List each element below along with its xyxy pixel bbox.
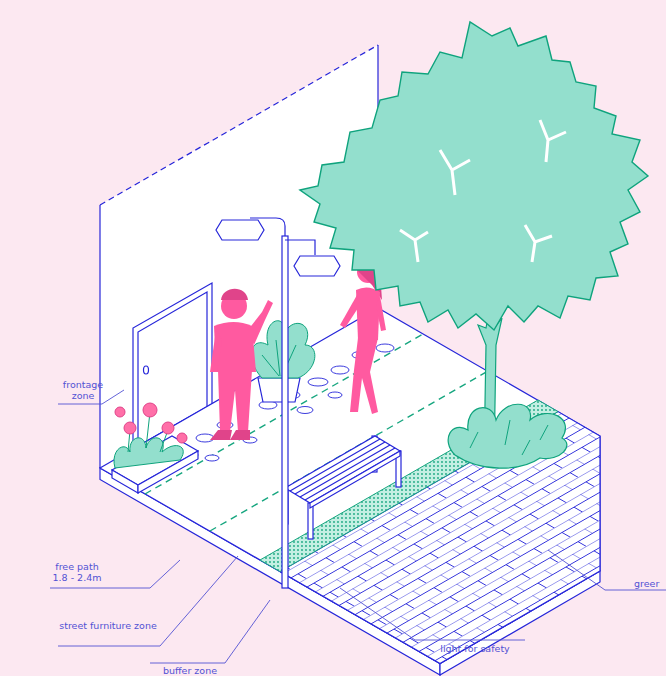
street-lamp [216, 218, 340, 588]
pebble [376, 344, 394, 352]
bench [283, 436, 401, 539]
shoes [210, 430, 250, 440]
legs [350, 338, 378, 414]
leaf-vein [262, 340, 296, 376]
leader-line [340, 588, 525, 640]
tree-canopy [300, 22, 648, 330]
pebble [297, 407, 313, 414]
plant-pot [258, 378, 300, 402]
torso [356, 287, 380, 340]
arm [210, 330, 222, 372]
pebble [196, 434, 214, 442]
legs [218, 370, 252, 432]
pebble [328, 392, 342, 398]
branch [525, 225, 552, 262]
flower [115, 407, 125, 417]
bench-slat [290, 439, 395, 500]
pebble [205, 455, 219, 461]
zone-lines [145, 334, 488, 531]
slab-top [100, 308, 600, 664]
zone-label: greer [634, 578, 666, 589]
shrub [448, 404, 567, 468]
zone-label: free path 1.8 - 2.4m [47, 561, 107, 583]
foliage [114, 438, 183, 468]
planter-box [112, 470, 138, 493]
door-knob [144, 366, 149, 374]
leaf-vein [470, 420, 548, 455]
flower-planter [112, 403, 198, 493]
zone-label: light for safety [425, 643, 525, 654]
wall-edge [99, 205, 100, 468]
pebble [331, 366, 349, 374]
leader-lines [50, 390, 666, 663]
zone-label: frontage zone [55, 379, 111, 401]
flower [143, 403, 157, 417]
zone-boundary [210, 371, 488, 531]
branch [440, 150, 470, 195]
leader-line [150, 600, 270, 663]
branch [540, 120, 566, 162]
lamp-head [216, 220, 264, 240]
pedestrian-man [210, 289, 273, 440]
arm [340, 295, 360, 328]
lamp-head [294, 256, 340, 276]
flower [162, 422, 174, 434]
branch [400, 230, 428, 262]
hair [221, 289, 248, 300]
flower [124, 422, 136, 434]
flower [177, 433, 187, 443]
zone-label: buffer zone [150, 665, 230, 676]
arm [376, 296, 386, 331]
bench-seat [285, 436, 400, 503]
sidewalk-slab [100, 308, 600, 675]
lamp-pole [282, 236, 288, 588]
street-tree [300, 22, 648, 468]
arm [248, 300, 273, 345]
pebble [308, 378, 328, 386]
zone-label: street furniture zone [58, 620, 158, 631]
